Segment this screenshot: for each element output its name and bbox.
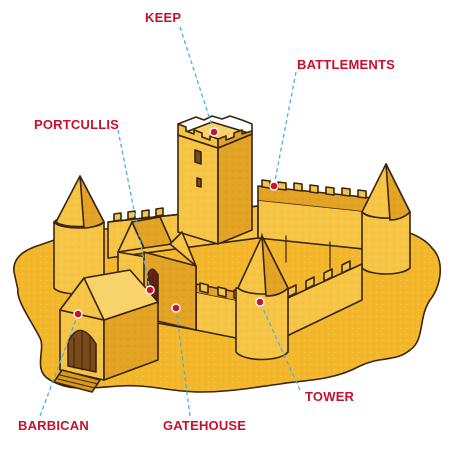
- portcullis-label: PORTCULLIS: [34, 117, 120, 132]
- keep-leader-line: [179, 26, 215, 133]
- tower-label: TOWER: [305, 389, 355, 404]
- portcullis-leader-line: [117, 129, 151, 291]
- barbican-marker: [73, 309, 83, 319]
- leader-lines: [39, 26, 301, 417]
- battlements-marker: [269, 181, 279, 191]
- barbican-label: BARBICAN: [18, 418, 89, 433]
- gatehouse-marker: [171, 303, 181, 313]
- front-tower: [235, 235, 289, 361]
- gatehouse-label: GATEHOUSE: [163, 418, 247, 433]
- battlements-leader-line: [273, 71, 297, 187]
- markers: [73, 127, 279, 319]
- tower-leader-line: [259, 301, 301, 391]
- tower-marker: [255, 297, 265, 307]
- keep: [177, 115, 253, 245]
- battlements-label: BATTLEMENTS: [297, 57, 396, 72]
- portcullis-marker: [145, 285, 155, 295]
- battlements-crenels: [261, 179, 367, 199]
- keep-label: KEEP: [145, 10, 182, 25]
- barbican: [53, 269, 159, 393]
- keep-marker: [209, 127, 219, 137]
- right-tower: [361, 163, 411, 275]
